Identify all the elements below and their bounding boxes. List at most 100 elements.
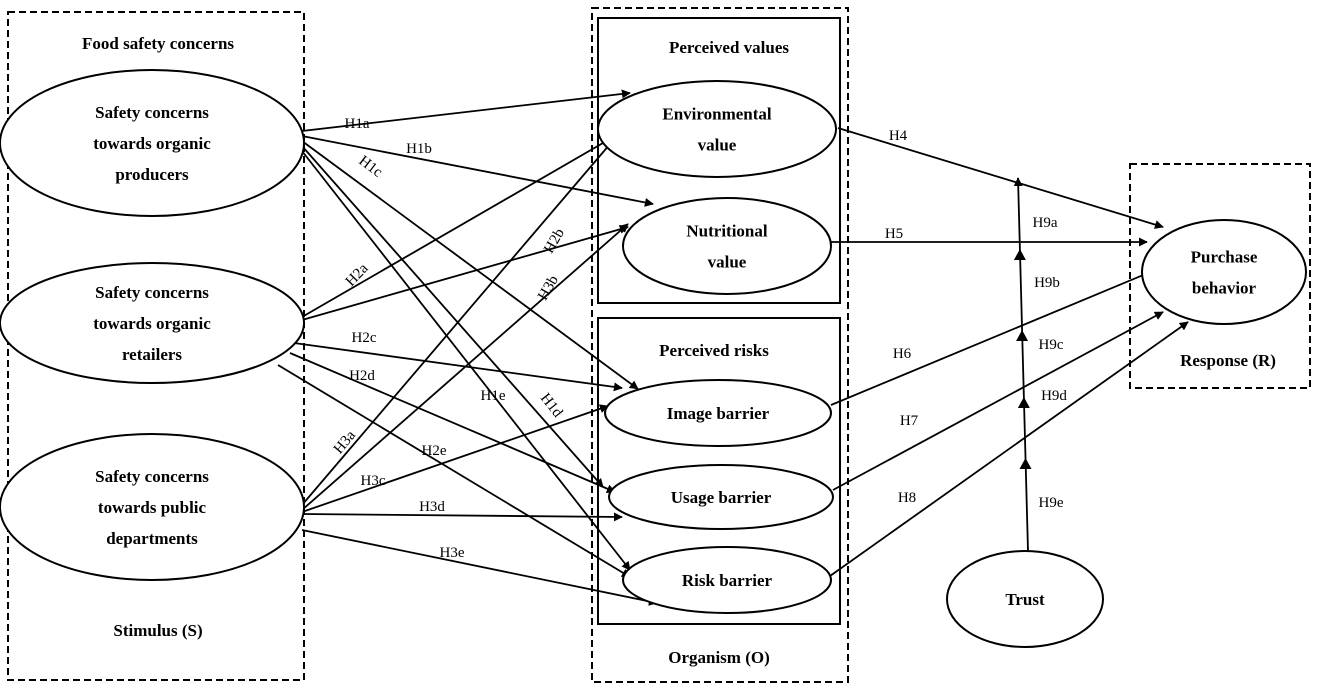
hypothesis-label-h2b: H2b — [541, 226, 568, 256]
hypothesis-label-h3a: H3a — [331, 427, 360, 457]
hypothesis-label-h4: H4 — [889, 128, 908, 144]
hypothesis-label-h9a: H9a — [1033, 215, 1058, 231]
edge-h8 — [829, 321, 1189, 577]
perceived-values-title: Perceived values — [669, 38, 789, 57]
hypothesis-label-h9e: H9e — [1039, 495, 1064, 511]
edges-layer — [277, 89, 1189, 606]
stimulus-title: Food safety concerns — [82, 34, 234, 53]
hypothesis-label-h1c: H1c — [356, 153, 386, 181]
organism-frame — [591, 7, 849, 683]
edge-h3d — [301, 512, 623, 522]
node-nutritional-text: value — [708, 253, 747, 272]
perceived-risks-title: Perceived risks — [659, 341, 769, 360]
trust-moderation-line — [1013, 177, 1029, 552]
edge-h1a — [301, 89, 631, 132]
hypothesis-label-h9d: H9d — [1041, 388, 1067, 404]
node-environmental-text: Environmental — [662, 105, 772, 124]
hypothesis-label-h7: H7 — [900, 413, 919, 429]
trust-arrowhead-2 — [1016, 330, 1029, 341]
node-risk-text: Risk barrier — [682, 571, 773, 590]
node-usage-text: Usage barrier — [671, 488, 772, 507]
edge-h2d — [289, 352, 616, 493]
node-trust-text: Trust — [1005, 590, 1045, 609]
hypothesis-label-h6: H6 — [893, 346, 912, 362]
hypothesis-label-h2a: H2a — [343, 260, 372, 289]
trust-arrowhead-4 — [1019, 458, 1032, 469]
edge-h3e — [301, 529, 658, 606]
hypothesis-label-h5: H5 — [885, 226, 903, 242]
edge-h1c — [301, 140, 639, 390]
node-retailers-ellipse — [0, 262, 305, 384]
edge-h3a — [301, 129, 623, 506]
edge-h6 — [830, 266, 1161, 406]
node-public-text: Safety concerns — [95, 467, 209, 486]
node-image-text: Image barrier — [667, 404, 770, 423]
node-public-text: departments — [106, 529, 198, 548]
hypothesis-label-h1b: H1b — [406, 141, 432, 157]
hypothesis-label-h9c: H9c — [1039, 337, 1064, 353]
node-producers-text: producers — [115, 165, 189, 184]
node-nutritional: Nutritional value — [622, 197, 832, 295]
edge-h1d — [301, 145, 604, 488]
edge-h7 — [832, 311, 1164, 491]
node-producers-text: towards organic — [93, 134, 211, 153]
node-usage-ellipse — [608, 464, 834, 530]
node-trust-ellipse — [946, 550, 1104, 648]
perceived-values-box — [597, 17, 841, 304]
node-public-ellipse — [0, 433, 305, 581]
node-retailers-text: towards organic — [93, 314, 211, 333]
node-environmental: Environmental value — [597, 80, 837, 178]
hypothesis-label-h3e: H3e — [440, 545, 465, 561]
node-environmental-text: value — [698, 136, 737, 155]
hypothesis-label-h1e: H1e — [481, 388, 506, 404]
trust-arrowhead-3 — [1017, 397, 1030, 408]
trust-arrowhead-1 — [1013, 249, 1026, 260]
node-image: Image barrier — [604, 379, 832, 447]
node-purchase: Purchase behavior — [1141, 219, 1307, 325]
node-risk-ellipse — [622, 546, 832, 614]
stimulus-frame — [7, 11, 305, 681]
node-producers-ellipse — [0, 69, 305, 217]
node-retailers-text: retailers — [122, 345, 182, 364]
node-retailers-text: Safety concerns — [95, 283, 209, 302]
node-retailers: Safety concerns towards organic retailers — [0, 262, 305, 384]
response-label: Response (R) — [1180, 351, 1276, 370]
node-producers-text: Safety concerns — [95, 103, 209, 122]
hypothesis-label-h3c: H3c — [361, 473, 386, 489]
node-risk: Risk barrier — [622, 546, 832, 614]
node-public-text: towards public — [98, 498, 207, 517]
hypothesis-label-h3b: H3b — [535, 273, 562, 303]
edge-h4 — [837, 127, 1164, 229]
labels-layer: H1aH1bH1cH1dH1eH2aH2bH2cH2dH2eH3aH3bH3cH… — [331, 116, 1068, 561]
node-producers: Safety concerns towards organic producers — [0, 69, 305, 217]
hypothesis-label-h3d: H3d — [419, 499, 445, 515]
node-nutritional-text: Nutritional — [686, 222, 768, 241]
node-purchase-ellipse — [1141, 219, 1307, 325]
edge-h2a — [301, 131, 623, 318]
edge-h3c — [301, 404, 609, 513]
hypothesis-label-h2d: H2d — [349, 368, 375, 384]
node-purchase-text: Purchase — [1191, 248, 1258, 267]
node-image-ellipse — [604, 379, 832, 447]
perceived-risks-box — [597, 317, 841, 625]
stimulus-label: Stimulus (S) — [113, 621, 202, 640]
node-public: Safety concerns towards public departments — [0, 433, 305, 581]
response-frame — [1129, 163, 1311, 389]
edge-h2b — [301, 224, 629, 321]
node-usage: Usage barrier — [608, 464, 834, 530]
edge-h2e — [277, 364, 631, 578]
hypothesis-label-h2e: H2e — [422, 443, 447, 459]
hypothesis-label-h2c: H2c — [352, 330, 377, 346]
node-nutritional-ellipse — [622, 197, 832, 295]
node-environmental-ellipse — [597, 80, 837, 178]
hypothesis-label-h9b: H9b — [1034, 275, 1060, 291]
edge-h1b — [301, 135, 654, 207]
edge-h1e — [301, 150, 631, 571]
organism-label: Organism (O) — [668, 648, 770, 667]
edge-h2c — [293, 342, 623, 392]
edge-h3b — [301, 223, 629, 511]
hypothesis-label-h1a: H1a — [345, 116, 370, 132]
node-purchase-text: behavior — [1192, 279, 1257, 298]
